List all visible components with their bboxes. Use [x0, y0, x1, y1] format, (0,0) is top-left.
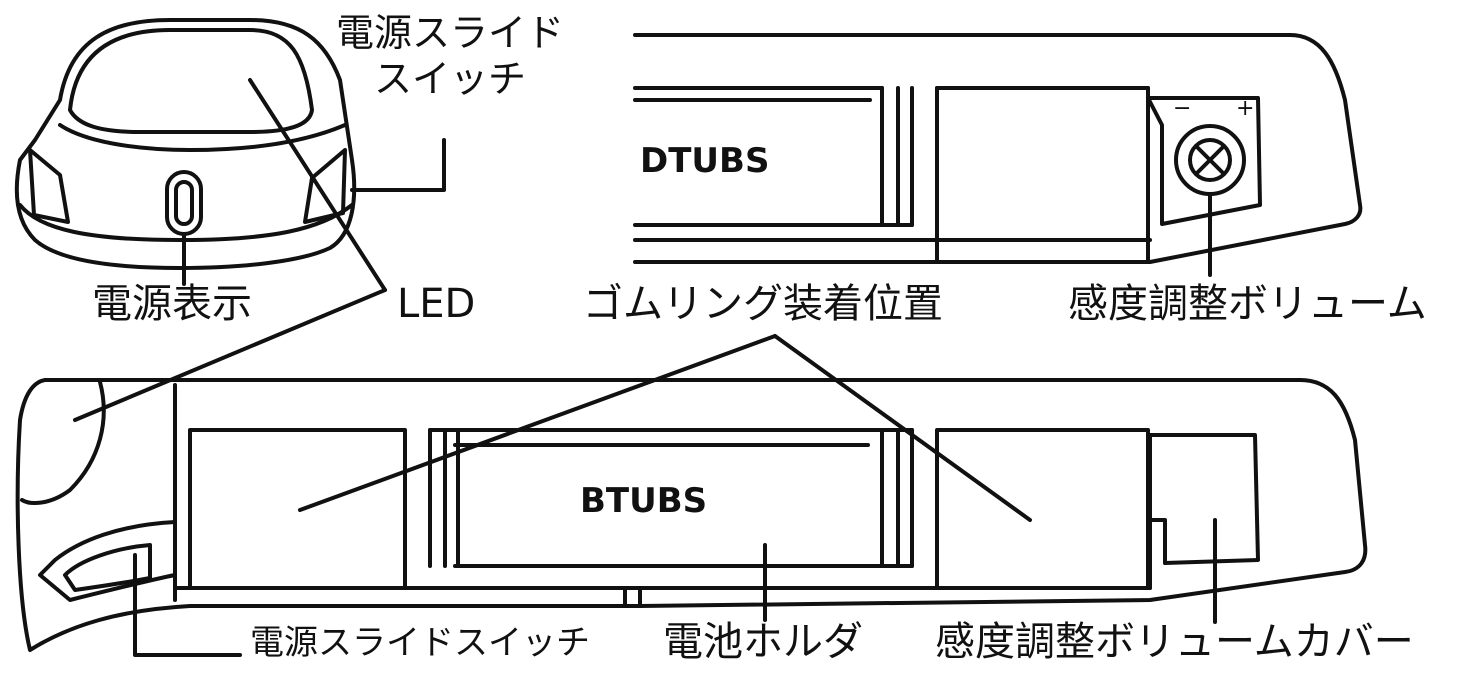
side-volume-cover	[1148, 433, 1260, 565]
volume-knob-inner	[1188, 138, 1232, 182]
side-endcap-lens	[20, 380, 106, 505]
leader-switch-bottom	[133, 553, 242, 657]
front-left-window	[28, 148, 70, 224]
front-ridge	[58, 123, 347, 152]
leader-led-2	[73, 288, 387, 422]
label-power-slide-switch-top-line1: 電源スライド	[336, 11, 565, 55]
label-power-slide-switch-top-line2: スイッチ	[374, 57, 527, 101]
volume-knob-x2	[1195, 145, 1225, 175]
leader-rubber-ring-left	[298, 334, 777, 512]
side-switch-knob	[63, 543, 152, 592]
leader-led-1	[248, 78, 387, 292]
side-switch-slot	[38, 520, 177, 602]
top-body-outline	[633, 33, 1363, 264]
front-body-outline	[14, 18, 357, 270]
leader-rubber-ring-right	[773, 334, 1032, 522]
front-top-dome	[68, 28, 314, 134]
side-body-outline	[15, 378, 1368, 652]
side-right-panel	[935, 428, 1150, 590]
label-sensitivity-volume-cover: 感度調整ボリュームカバー	[935, 619, 1414, 665]
power-indicator-lamp-inner	[174, 180, 194, 226]
side-view	[15, 288, 1368, 657]
label-power-indicator: 電源表示	[92, 281, 252, 327]
leader-switch-top	[350, 138, 446, 192]
front-view	[14, 18, 446, 286]
front-base	[18, 203, 354, 242]
side-left-panel	[188, 428, 407, 590]
volume-plus-sign: +	[1236, 96, 1254, 121]
label-sensitivity-volume: 感度調整ボリューム	[1068, 281, 1427, 327]
front-right-window	[303, 148, 347, 224]
label-rubber-ring-position: ゴムリング装着位置	[583, 281, 943, 327]
label-battery-holder: 電池ホルダ	[663, 619, 863, 665]
brand-marking-top: DTUBS	[640, 141, 769, 181]
volume-minus-sign: −	[1173, 96, 1191, 121]
label-power-slide-switch-top: 電源スライド スイッチ	[336, 10, 564, 102]
label-power-slide-switch-bottom: 電源スライドスイッチ	[250, 623, 590, 663]
top-view	[248, 33, 1363, 292]
brand-marking-bottom: BTUBS	[580, 481, 707, 521]
label-led: LED	[397, 281, 476, 327]
